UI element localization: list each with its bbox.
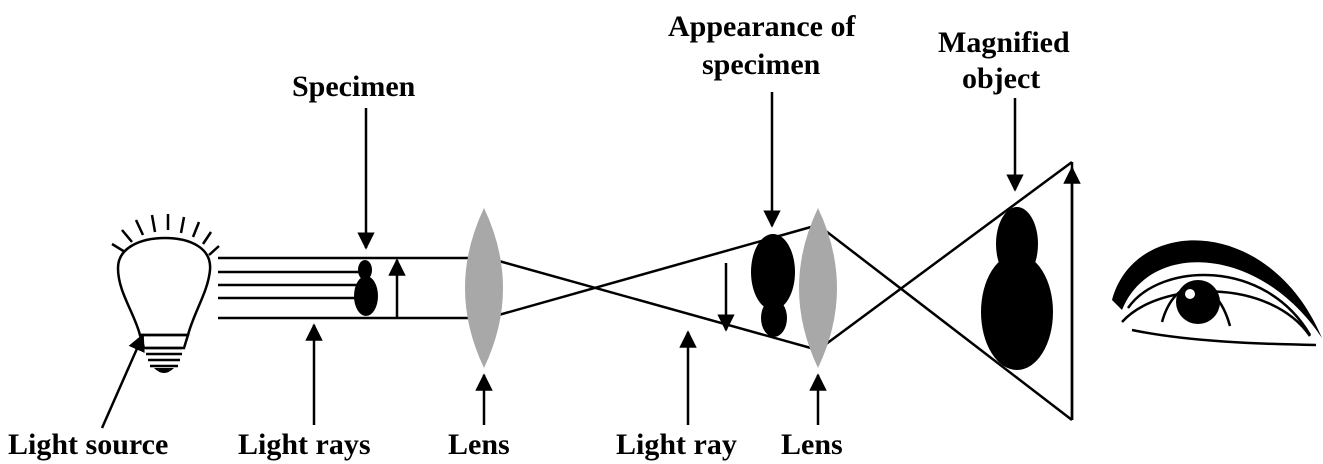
- light-rays: [218, 160, 1074, 421]
- label-appearance-line2: specimen: [702, 48, 821, 81]
- label-magnified-line1: Magnified: [938, 26, 1070, 59]
- label-lens-2: Lens: [781, 428, 843, 461]
- light-bulb-icon: [111, 214, 220, 373]
- label-appearance-line1: Appearance of: [668, 10, 856, 43]
- specimen-shape: [354, 260, 378, 316]
- lens-1-shape: [465, 208, 503, 368]
- label-specimen: Specimen: [292, 70, 416, 103]
- label-light-ray: Light ray: [616, 428, 737, 461]
- eye-icon: [1112, 240, 1322, 347]
- label-magnified-line2: object: [962, 62, 1040, 95]
- label-lens-1: Lens: [448, 428, 510, 461]
- label-light-rays: Light rays: [238, 428, 371, 461]
- light-source-pointer: [100, 333, 145, 429]
- magnified-object-shape: [981, 207, 1053, 370]
- lens-2-shape: [799, 208, 837, 368]
- appearance-shape: [751, 234, 795, 337]
- label-light-source: Light source: [8, 428, 168, 461]
